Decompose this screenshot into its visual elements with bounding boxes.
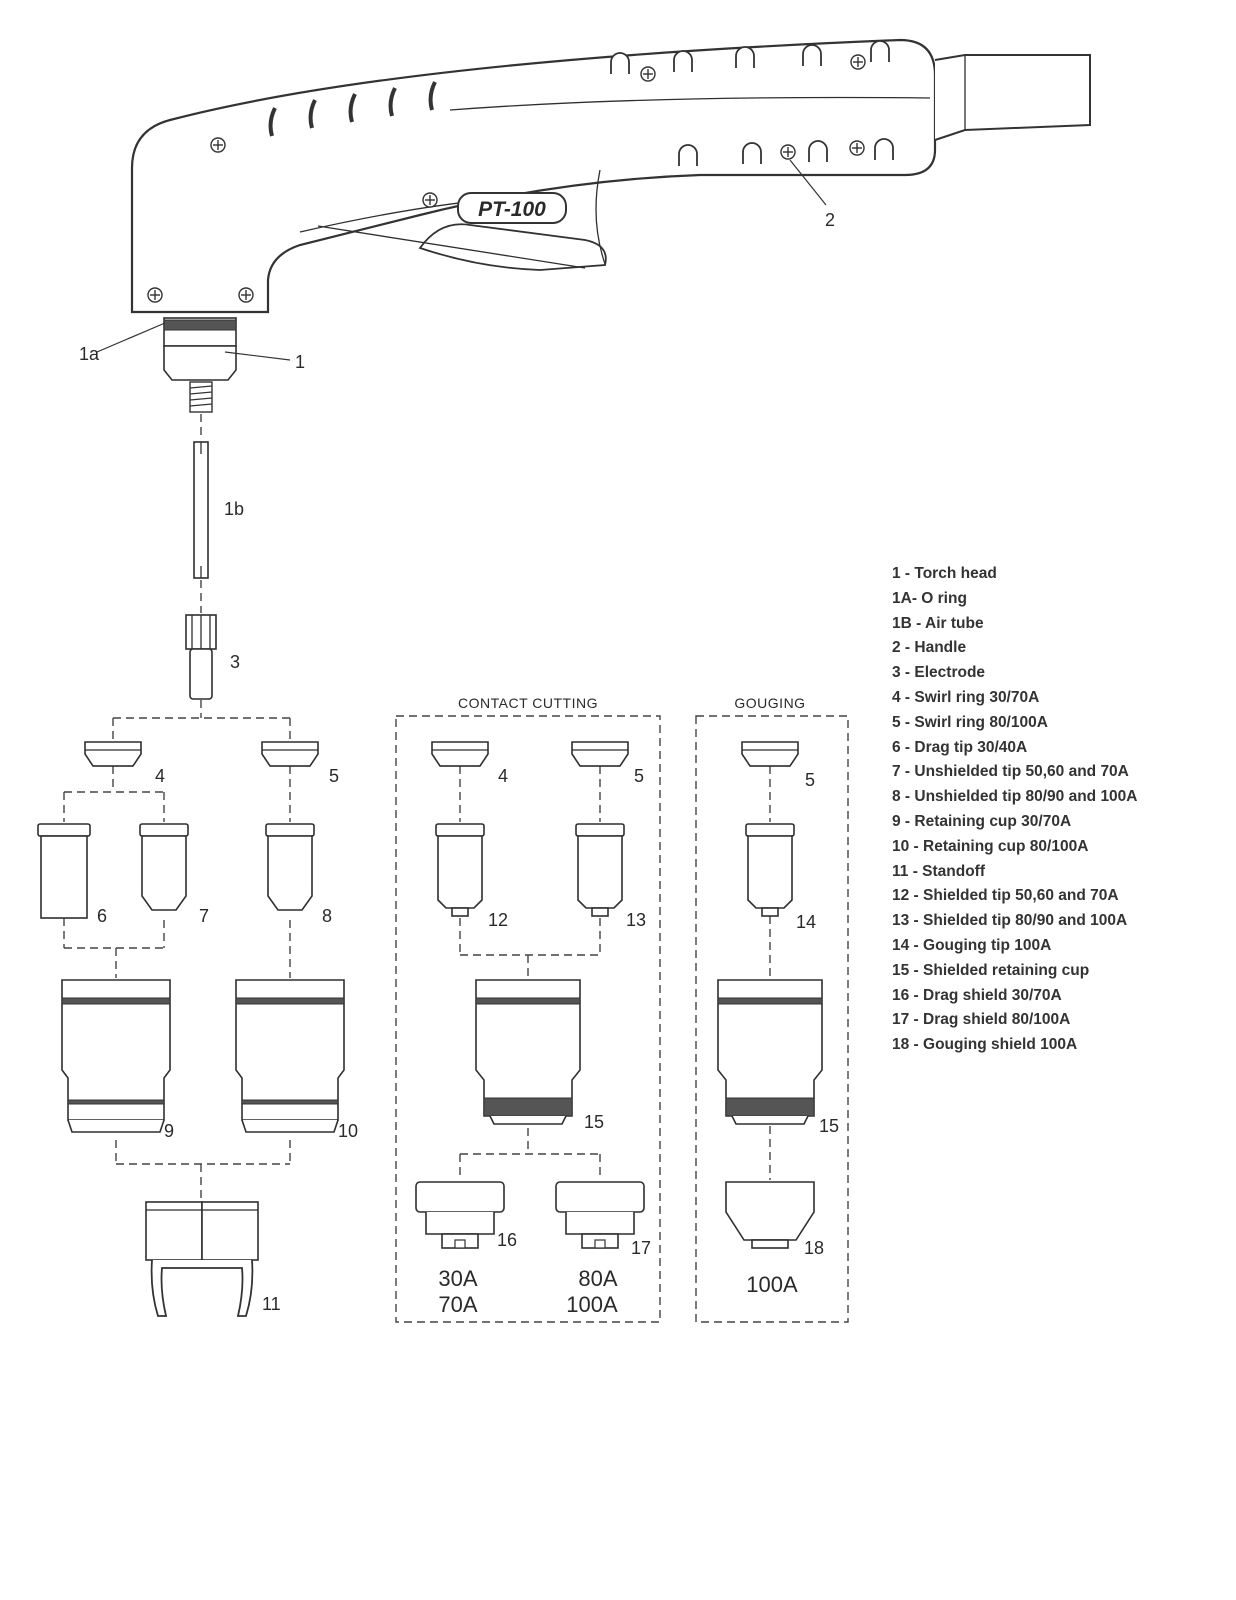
model-label: PT-100 bbox=[457, 192, 567, 224]
gouging-title: GOUGING bbox=[734, 695, 805, 711]
callout-1b: 1b bbox=[224, 499, 244, 519]
callout-17: 17 bbox=[631, 1238, 651, 1258]
cc-shielded-retaining-cup bbox=[475, 979, 581, 1125]
air-tube bbox=[193, 441, 209, 579]
callout-7: 7 bbox=[199, 906, 209, 926]
callout-12: 12 bbox=[488, 910, 508, 930]
legend-item: 14 - Gouging tip 100A bbox=[892, 936, 1052, 954]
legend-item: 10 - Retaining cup 80/100A bbox=[892, 837, 1089, 855]
callout-16: 16 bbox=[497, 1230, 517, 1250]
legend-item: 6 - Drag tip 30/40A bbox=[892, 738, 1028, 756]
legend-item: 9 - Retaining cup 30/70A bbox=[892, 812, 1072, 830]
gouging-shield-100a bbox=[725, 1181, 815, 1249]
retaining-cup-30-70a bbox=[61, 979, 171, 1133]
gouging-section: GOUGING 100A bbox=[695, 695, 849, 1323]
swirl-ring-80-100a bbox=[261, 741, 319, 767]
callout-3: 3 bbox=[230, 652, 240, 672]
leader-2 bbox=[789, 159, 827, 206]
amp-16-line1: 30A bbox=[438, 1266, 477, 1291]
legend-item: 4 - Swirl ring 30/70A bbox=[892, 688, 1040, 706]
callout-14: 14 bbox=[796, 912, 816, 932]
legend-item: 1B - Air tube bbox=[892, 614, 984, 632]
legend-item: 15 - Shielded retaining cup bbox=[892, 961, 1090, 979]
legend-item: 1A- O ring bbox=[892, 589, 967, 607]
parts-legend: 1 - Torch head 1A- O ring 1B - Air tube … bbox=[892, 562, 1138, 1058]
unshielded-tip-50-60-70a bbox=[139, 823, 189, 911]
leader-1 bbox=[224, 351, 291, 361]
legend-item: 18 - Gouging shield 100A bbox=[892, 1036, 1078, 1054]
legend-item: 3 - Electrode bbox=[892, 664, 986, 682]
callout-2: 2 bbox=[825, 210, 835, 230]
callout-8: 8 bbox=[322, 906, 332, 926]
callout-labels: 1a 1 1b 2 3 4 5 6 7 8 9 10 11 4 5 12 13 … bbox=[79, 210, 839, 1314]
callout-6: 6 bbox=[97, 906, 107, 926]
amp-18: 100A bbox=[746, 1272, 798, 1297]
contact-cutting-title: CONTACT CUTTING bbox=[458, 695, 598, 711]
legend-item: 1 - Torch head bbox=[892, 565, 997, 582]
amp-17-line1: 80A bbox=[578, 1266, 617, 1291]
cc-swirl-ring-80-100a bbox=[571, 741, 629, 767]
legend-item: 16 - Drag shield 30/70A bbox=[892, 986, 1062, 1004]
callout-13: 13 bbox=[626, 910, 646, 930]
electrode bbox=[185, 614, 217, 700]
handle bbox=[130, 38, 1091, 314]
callout-11: 11 bbox=[262, 1294, 281, 1314]
leader-1a bbox=[96, 322, 166, 353]
shielded-tip-50-60-70a bbox=[435, 823, 485, 917]
legend-item: 7 - Unshielded tip 50,60 and 70A bbox=[892, 763, 1129, 781]
swirl-ring-30-70a bbox=[84, 741, 142, 767]
legend-item: 5 - Swirl ring 80/100A bbox=[892, 713, 1048, 731]
model-label-text: PT-100 bbox=[478, 198, 546, 221]
callout-18: 18 bbox=[804, 1238, 824, 1258]
shielded-tip-80-90-100a bbox=[575, 823, 625, 917]
legend-item: 17 - Drag shield 80/100A bbox=[892, 1011, 1071, 1029]
callout-5-g: 5 bbox=[805, 770, 815, 790]
callout-1a: 1a bbox=[79, 344, 100, 364]
callout-10: 10 bbox=[338, 1121, 358, 1141]
callout-1: 1 bbox=[295, 352, 305, 372]
legend-item: 12 - Shielded tip 50,60 and 70A bbox=[892, 887, 1119, 905]
unshielded-tip-80-90-100a bbox=[265, 823, 315, 911]
legend-item: 11 - Standoff bbox=[892, 862, 986, 880]
connector-lines-left bbox=[63, 414, 291, 1200]
callout-9: 9 bbox=[164, 1121, 174, 1141]
retaining-cup-80-100a bbox=[235, 979, 345, 1133]
drag-shield-30-70a bbox=[415, 1181, 505, 1249]
callout-15-g: 15 bbox=[819, 1116, 839, 1136]
torch-head bbox=[163, 317, 237, 413]
cc-swirl-ring-30-70a bbox=[431, 741, 489, 767]
callout-5-cc: 5 bbox=[634, 766, 644, 786]
callout-5: 5 bbox=[329, 766, 339, 786]
callout-4: 4 bbox=[155, 766, 165, 786]
legend-item: 13 - Shielded tip 80/90 and 100A bbox=[892, 912, 1128, 930]
legend-item: 8 - Unshielded tip 80/90 and 100A bbox=[892, 788, 1138, 806]
g-swirl-ring-80-100a bbox=[741, 741, 799, 767]
torch-assembly: PT-100 bbox=[130, 38, 1091, 700]
g-shielded-retaining-cup bbox=[717, 979, 823, 1125]
callout-4-cc: 4 bbox=[498, 766, 508, 786]
contact-cutting-section: CONTACT CUTTING 30A 70A 80A 100A bbox=[395, 695, 661, 1323]
legend-item: 2 - Handle bbox=[892, 639, 967, 657]
drag-tip-30-40a bbox=[37, 823, 91, 919]
amp-16-line2: 70A bbox=[438, 1292, 477, 1317]
standoff bbox=[145, 1201, 259, 1317]
gouging-tip-100a bbox=[745, 823, 795, 917]
amp-17-line2: 100A bbox=[566, 1292, 618, 1317]
callout-15-cc: 15 bbox=[584, 1112, 604, 1132]
